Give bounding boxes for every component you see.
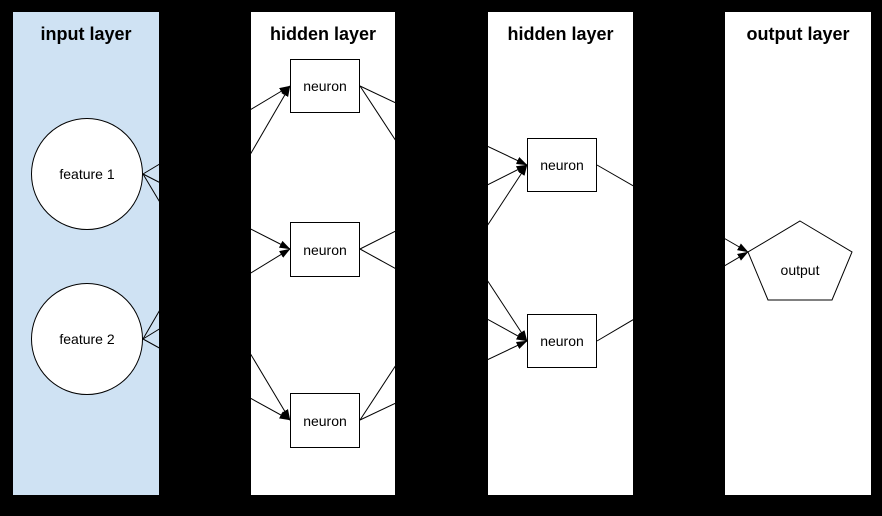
input-layer-title: input layer <box>40 24 132 44</box>
output-layer-title: output layer <box>746 24 850 44</box>
hidden1-neuron-3: neuron <box>290 393 360 448</box>
hidden1-neuron-1: neuron <box>290 59 360 113</box>
panel-hidden-layer-2: hidden layer <box>488 12 633 495</box>
panel-input-layer: input layer <box>13 12 159 495</box>
hidden2-neuron-1: neuron <box>527 138 597 192</box>
feature-1-label: feature 1 <box>59 166 115 182</box>
input-node-feature-2: feature 2 <box>31 283 143 395</box>
hidden2-neuron-2: neuron <box>527 314 597 368</box>
hidden1-neuron-1-label: neuron <box>303 78 347 94</box>
hidden2-neuron-1-label: neuron <box>540 157 584 173</box>
hidden1-neuron-2: neuron <box>290 222 360 277</box>
feature-2-label: feature 2 <box>59 331 115 347</box>
hidden-layer-1-title: hidden layer <box>269 24 377 44</box>
hidden1-neuron-2-label: neuron <box>303 241 347 258</box>
hidden1-neuron-3-label: neuron <box>303 412 347 429</box>
panel-output-layer: output layer <box>725 12 871 495</box>
hidden2-neuron-2-label: neuron <box>540 333 584 349</box>
hidden-layer-2-title: hidden layer <box>507 24 614 44</box>
input-node-feature-1: feature 1 <box>31 118 143 230</box>
